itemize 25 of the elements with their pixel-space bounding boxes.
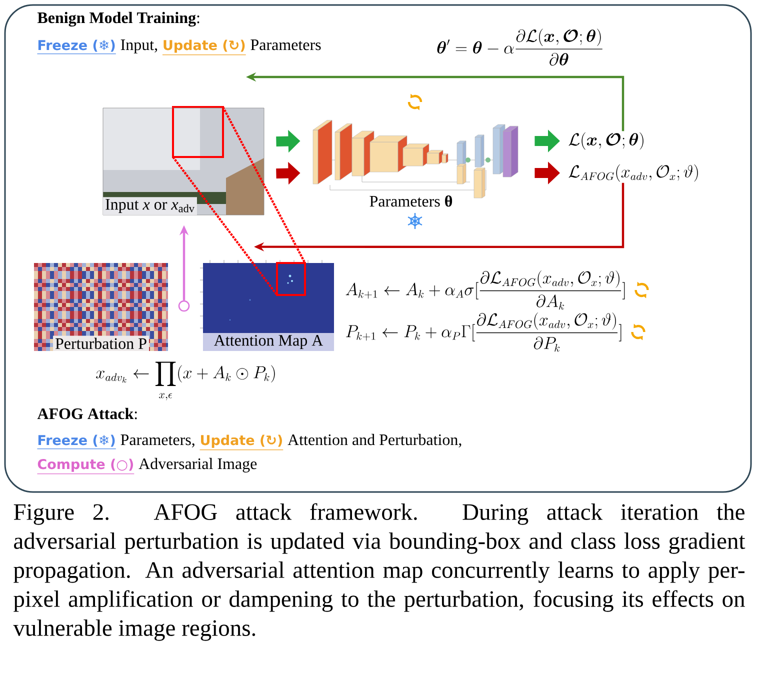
noise-image: Perturbation P (34, 263, 168, 351)
label-text: Parameters (250, 40, 321, 50)
formula: $P_{k+1} \leftarrow P_k + \alpha_P \Gamma [\frac{\partial \mathcal{L}_{AFOG}(x_{adv},\mathcal{O}_x;\vartheta)}{\partial P_k}]$ (346, 312, 622, 352)
loss-formula: $\mathcal{L}(\boldsymbol{x},\boldsymbol{\mathcal{O}};\boldsymbol{\theta})$ (568, 132, 644, 150)
formula: $x_{adv_k} \leftarrow \prod_{x,\epsilon} (x + A_k \odot P_k)$ (96, 362, 275, 400)
label-text: Attention and Perturbation, (288, 434, 462, 448)
section-heading: Benign Model Training: (37, 12, 200, 27)
keyword-link: Update (↻) (162, 40, 246, 56)
keyword-link: Update (↻) (199, 434, 284, 450)
label-text: Parameters, (120, 434, 194, 448)
label-text: Adversarial Image (138, 458, 257, 472)
formula: $\boldsymbol{\theta}' = \boldsymbol{\theta} - \alpha \frac{\partial \mathcal{L}(\boldsymbol{x},\boldsymbol{\mathcal{O}};\boldsymbol{\theta})}{\partial \boldsymbol{\theta}}$ (437, 28, 602, 66)
compute-circle (178, 300, 190, 312)
section-heading: AFOG Attack: (37, 408, 137, 420)
loss-formula: $\mathcal{L}_{AFOG}(x_{adv},\mathcal{O}_x;\vartheta)$ (568, 164, 698, 182)
keyword-link: Compute (○) (36, 458, 134, 474)
caption-text: Parameters θ (370, 195, 452, 207)
heatmap-image: Attention Map A (200, 260, 334, 351)
label-text: Input, (120, 40, 158, 54)
figure-caption: Figure 2. AFOG attack framework. During attack iteration the adversarial perturbation is updated via bounding-box and class loss gradient propagation. An adversarial attention map concurrently learns to apply per-pixel amplification or dampening to the perturbation, focusing its effects on vulnerable image regions. (13, 503, 746, 641)
zoom-lines (172, 106, 306, 296)
formula: $A_{k+1} \leftarrow A_k + \alpha_A \sigma [\frac{\partial \mathcal{L}_{AFOG}(x_{adv},\mathcal{O}_x;\vartheta)}{\partial A_k}]$ (346, 270, 625, 310)
photo: Input x or x$_{adv}$ (102, 106, 264, 216)
keyword-link: Freeze (❄) (36, 40, 116, 54)
keyword-link: Freeze (❄) (36, 434, 116, 450)
